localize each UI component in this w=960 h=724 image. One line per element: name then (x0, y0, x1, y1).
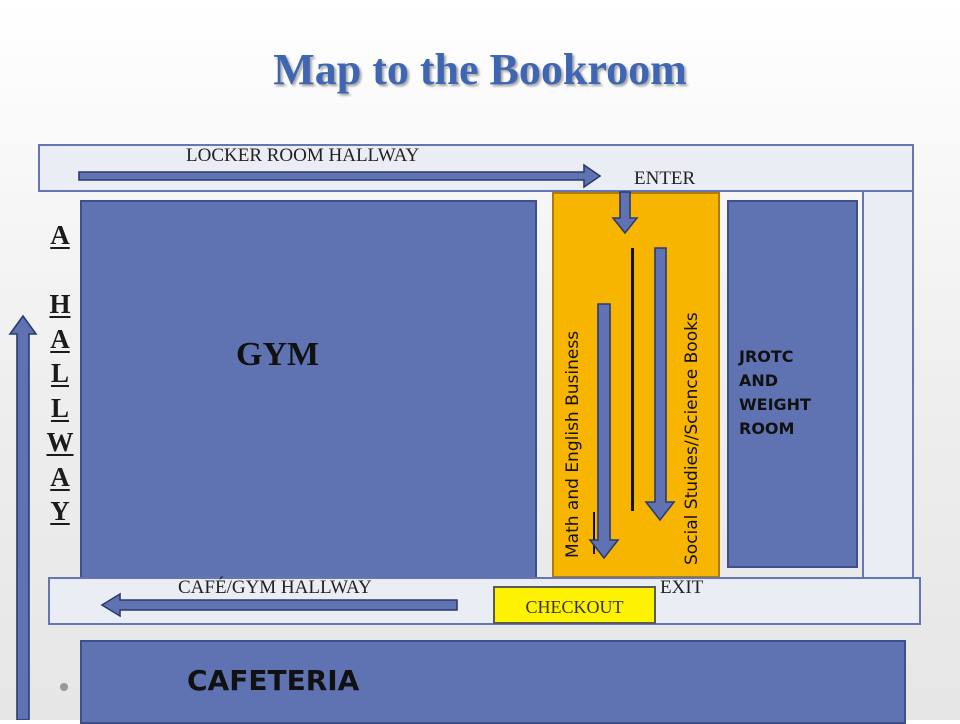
vertical-letter-6: L (50, 392, 69, 423)
checkout-label: CHECKOUT (525, 597, 624, 617)
vertical-letter-3: H (49, 289, 71, 319)
vertical-hallway-label: A H A L L W A Y (42, 218, 78, 529)
vertical-letter-5: L (50, 358, 69, 388)
arrow-up-west-hallway (8, 314, 38, 720)
arrow-right-locker-hallway (78, 163, 602, 189)
jrotc-label-line-2: AND (739, 371, 779, 390)
exit-label: EXIT (660, 577, 704, 598)
bullet-dot (60, 683, 68, 691)
gym-room (80, 200, 537, 586)
vertical-letter-9: Y (50, 496, 70, 526)
jrotc-weight-room (727, 200, 858, 568)
jrotc-label-line-4: ROOM (739, 419, 795, 438)
jrotc-label-line-1: JROTC (739, 347, 794, 366)
page-title: Map to the Bookroom (273, 45, 687, 94)
vertical-letter-4: A (50, 323, 70, 354)
jrotc-label: JROTC AND WEIGHT ROOM (739, 345, 811, 441)
vertical-letter-1: A (50, 220, 70, 250)
vertical-letter-8: A (50, 461, 70, 492)
aisle-divider (631, 248, 634, 511)
vertical-letter-7: W (46, 427, 74, 457)
arrow-down-math (588, 303, 620, 560)
aisle-tick (593, 512, 595, 554)
jrotc-label-line-3: WEIGHT (739, 395, 811, 414)
checkout-box (493, 586, 656, 624)
gym-label: GYM (236, 336, 320, 373)
arrow-left-cafe-hallway (100, 592, 458, 618)
cafe-gym-hallway-label: CAFÉ/GYM HALLWAY (178, 577, 372, 598)
locker-room-hallway (38, 144, 914, 192)
east-corridor-outline (862, 190, 914, 580)
arrow-down-enter (611, 191, 639, 235)
arrow-down-social-studies (644, 247, 676, 522)
cafeteria-label: CAFETERIA (187, 664, 360, 697)
cafeteria-room (80, 640, 906, 724)
locker-room-hallway-label: LOCKER ROOM HALLWAY (186, 145, 420, 166)
enter-label: ENTER (634, 168, 696, 189)
bookroom (552, 192, 720, 578)
